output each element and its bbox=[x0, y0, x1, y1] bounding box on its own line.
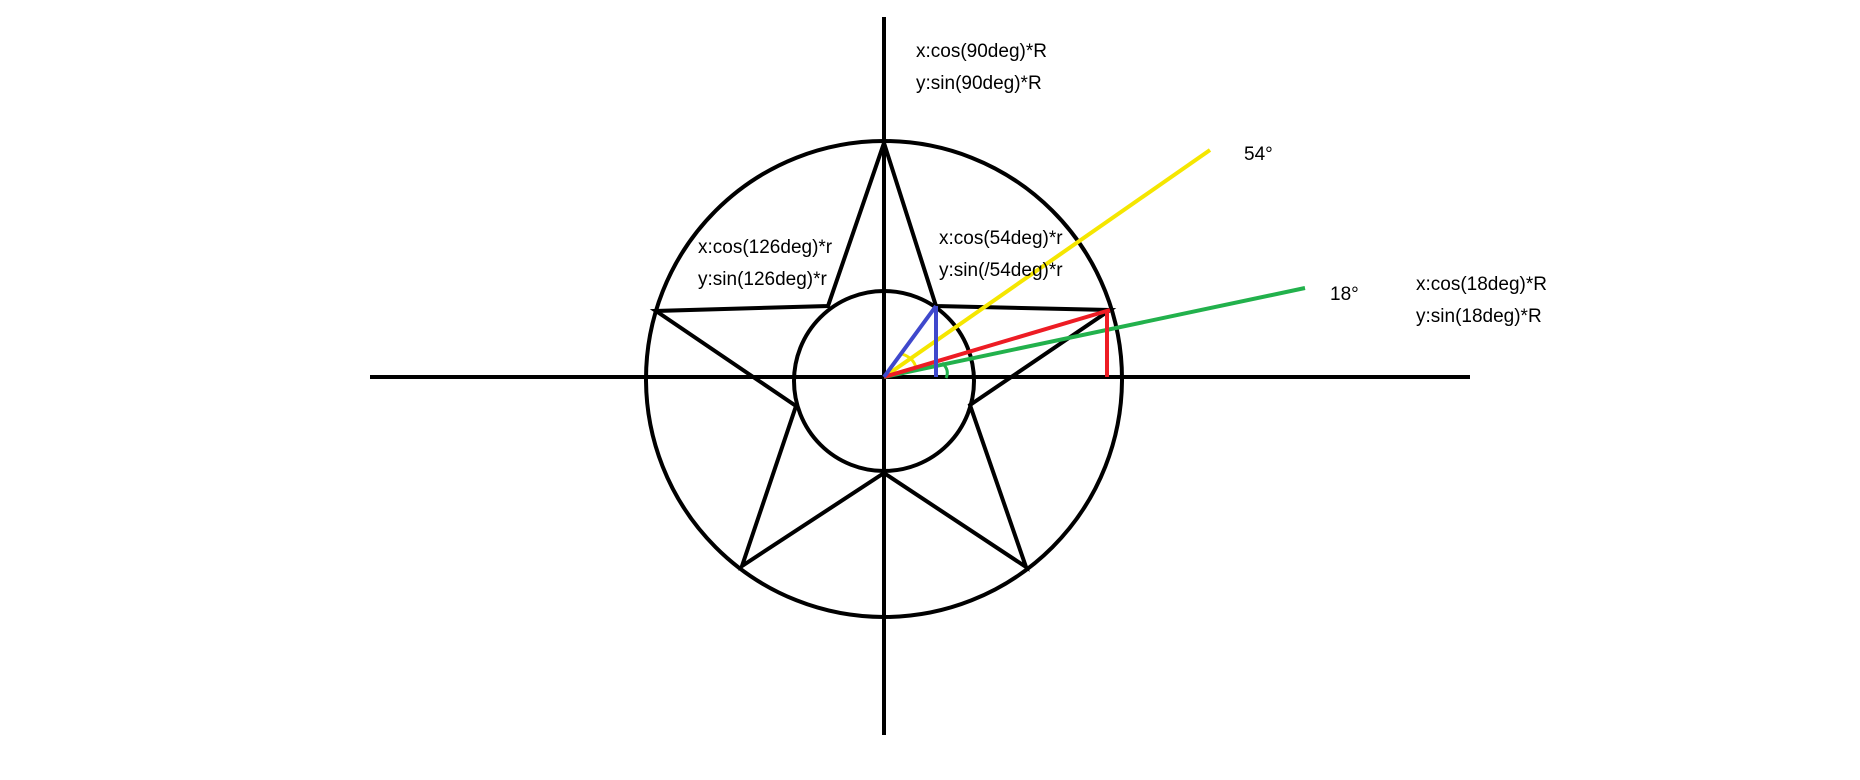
star-outline bbox=[649, 136, 1117, 572]
angle-54-label: 54° bbox=[1244, 144, 1273, 165]
left-y-label: y:sin(126deg)*r bbox=[698, 269, 828, 290]
right-x-label: x:cos(18deg)*R bbox=[1416, 274, 1547, 295]
right-y-label: y:sin(18deg)*R bbox=[1416, 306, 1542, 327]
left-x-label: x:cos(126deg)*r bbox=[698, 237, 833, 258]
green-angle-line bbox=[883, 286, 1306, 379]
inner-y-label: y:sin(/54deg)*r bbox=[939, 260, 1063, 281]
red-radius-line bbox=[883, 308, 1111, 379]
angle-18-label: 18° bbox=[1330, 284, 1359, 305]
top-x-label: x:cos(90deg)*R bbox=[916, 41, 1047, 62]
blue-radius-line bbox=[882, 304, 938, 379]
green-angle-arc bbox=[940, 361, 949, 379]
inner-x-label: x:cos(54deg)*r bbox=[939, 228, 1063, 249]
yellow-angle-line bbox=[882, 148, 1212, 379]
top-y-label: y:sin(90deg)*R bbox=[916, 73, 1042, 94]
